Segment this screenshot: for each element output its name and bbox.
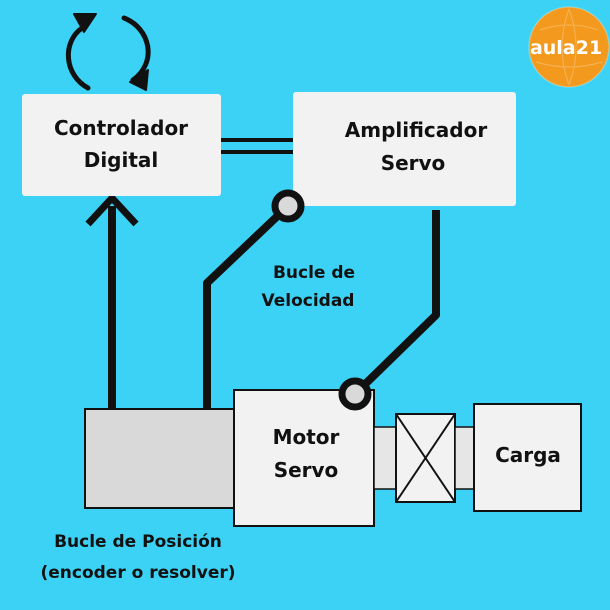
- velocity-loop-label-line1: Bucle de: [273, 263, 355, 283]
- amplifier-connector-node: [271, 189, 305, 223]
- load-block: Carga: [473, 403, 582, 512]
- refresh-cycle-icon: [66, 13, 151, 91]
- controller-label-line1: Controlador: [54, 116, 188, 140]
- encoder-block: [84, 408, 235, 509]
- amplifier-label-line2: Servo: [381, 151, 446, 175]
- shaft-right: [454, 426, 475, 490]
- motor-connector-node: [338, 377, 372, 411]
- position-loop-label-line1: Bucle de Posición: [54, 532, 222, 552]
- motor-block: Motor Servo: [233, 389, 375, 527]
- motor-label-line1: Motor: [273, 425, 340, 449]
- motor-label-line2: Servo: [274, 458, 339, 482]
- connection-lines: [108, 138, 440, 410]
- amplifier-block: Amplificador Servo: [293, 92, 516, 206]
- up-arrow-icon: [85, 192, 139, 227]
- amplifier-label-line1: Amplificador: [345, 118, 488, 142]
- velocity-loop-label-line2: Velocidad: [262, 291, 355, 311]
- velocity-feedback-line: [203, 204, 290, 410]
- position-loop-label-line2: (encoder o resolver): [40, 563, 235, 583]
- logo-text: aula21: [530, 37, 602, 59]
- load-label: Carga: [495, 443, 561, 467]
- aula21-logo: aula21: [528, 6, 610, 88]
- shaft-left: [373, 426, 397, 490]
- amplifier-motor-line: [353, 210, 440, 396]
- controller-block: Controlador Digital: [22, 94, 221, 196]
- controller-label-line2: Digital: [84, 148, 159, 172]
- shaft-coupling: [373, 413, 475, 503]
